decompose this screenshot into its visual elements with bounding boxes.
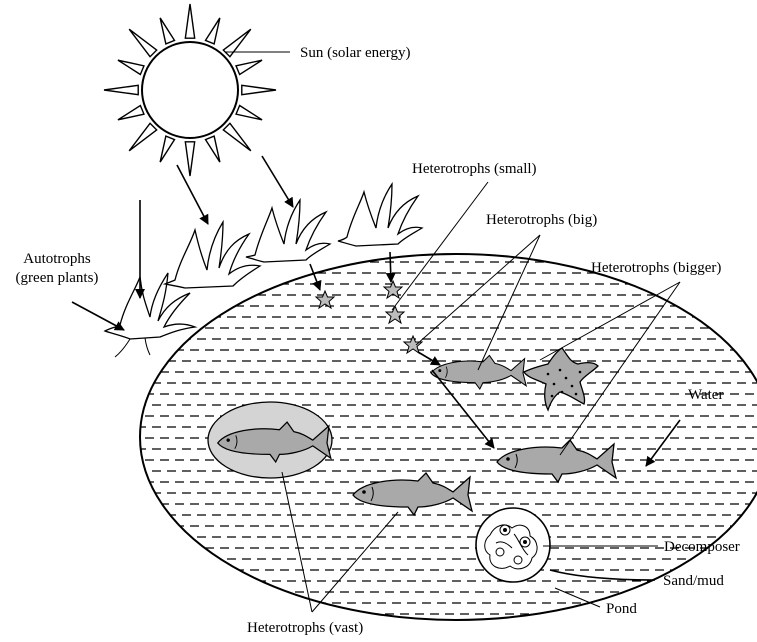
label-water: Water xyxy=(688,387,723,403)
label-pond: Pond xyxy=(606,601,637,617)
label-heterotrophs-vast: Heterotrophs (vast) xyxy=(247,620,363,636)
label-autotrophs-line2: (green plants) xyxy=(16,270,99,286)
fish-vast-highlighted xyxy=(208,402,332,478)
label-sand-mud: Sand/mud xyxy=(663,573,724,589)
label-heterotrophs-big: Heterotrophs (big) xyxy=(486,212,597,228)
label-decomposer: Decomposer xyxy=(664,539,740,555)
label-heterotrophs-bigger: Heterotrophs (bigger) xyxy=(591,260,721,276)
label-heterotrophs-small: Heterotrophs (small) xyxy=(412,161,537,177)
sun-icon xyxy=(104,4,276,176)
decomposer-icon xyxy=(476,508,550,582)
label-autotrophs-line1: Autotrophs xyxy=(23,251,91,267)
label-sun: Sun (solar energy) xyxy=(300,45,411,61)
